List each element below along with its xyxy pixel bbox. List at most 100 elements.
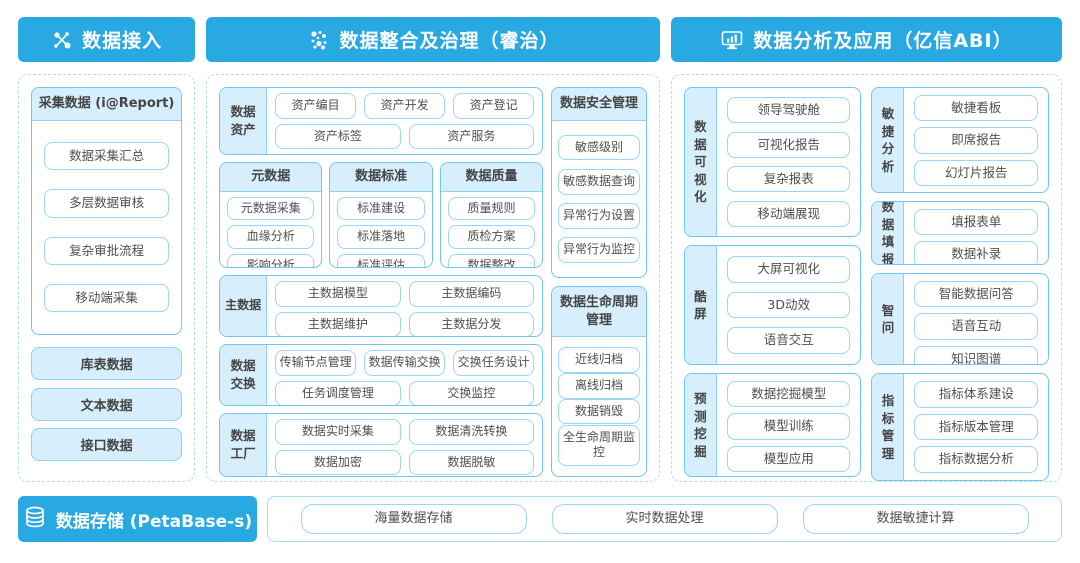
feature-box: 异常行为设置 bbox=[558, 203, 640, 229]
analysis-title: 数据分析及应用（亿信ABI） bbox=[753, 30, 1013, 52]
feature-box: 敏感数据查询 bbox=[558, 168, 640, 195]
feature-box: 数据敏捷计算 bbox=[802, 503, 1029, 535]
feature-box: 全生命周期监控 bbox=[558, 424, 640, 466]
feature-box: 数据传输交换 bbox=[364, 350, 446, 376]
feature-box: 离线归档 bbox=[558, 373, 640, 399]
feature-box: 多层数据审核 bbox=[44, 189, 170, 218]
data-exchange-group: 数据交换 传输节点管理 数据传输交换 交换任务设计 任务调度管理 交换监控 bbox=[219, 344, 544, 406]
agile-analysis-group: 敏捷分析 敏捷看板 即席报告 幻灯片报告 bbox=[871, 87, 1050, 193]
feature-box: 数据销毁 bbox=[558, 398, 640, 425]
feature-box: 元数据采集 bbox=[227, 196, 315, 221]
source-box: 文本数据 bbox=[31, 387, 183, 421]
feature-box: 资产开发 bbox=[364, 93, 446, 119]
data-access-panel: 采集数据 (i@Report) 数据采集汇总 多层数据审核 复杂审批流程 移动端… bbox=[18, 74, 196, 482]
feature-box: 即席报告 bbox=[914, 127, 1039, 154]
feature-box: 数据清洗转换 bbox=[408, 419, 535, 445]
governance-title: 数据整合及治理（睿治） bbox=[339, 30, 560, 52]
feature-box: 数据采集汇总 bbox=[44, 142, 170, 171]
indicator-management-group: 指标管理 指标体系建设 指标版本管理 指标数据分析 bbox=[871, 373, 1050, 481]
section-data-access: 数据接入 采集数据 (i@Report) 数据采集汇总 多层数据审核 复杂审批流… bbox=[18, 17, 196, 482]
data-security-group: 数据安全管理 敏感级别 敏感数据查询 异常行为设置 异常行为监控 bbox=[551, 87, 647, 278]
feature-box: 敏捷看板 bbox=[914, 95, 1039, 122]
feature-box: 资产服务 bbox=[408, 123, 535, 150]
feature-box: 传输节点管理 bbox=[275, 350, 357, 376]
section-governance: 数据整合及治理（睿治） 数据资产 资产编目 资产开发 资产登记 bbox=[206, 17, 660, 482]
data-asset-label: 数据资产 bbox=[220, 88, 268, 154]
predictive-mining-group: 预测挖掘 数据挖掘模型 模型训练 模型应用 bbox=[683, 373, 862, 477]
data-factory-group: 数据工厂 数据实时采集 数据清洗转换 数据加密 数据脱敏 bbox=[219, 413, 544, 477]
feature-box: 质量规则 bbox=[447, 196, 536, 221]
feature-box: 可视化报告 bbox=[726, 131, 851, 158]
feature-box: 近线归档 bbox=[558, 347, 640, 373]
feature-box: 移动端展现 bbox=[726, 200, 851, 227]
data-filling-label: 数据填报 bbox=[872, 202, 905, 264]
data-storage-title: 数据存储 (PetaBase-s) bbox=[55, 511, 253, 532]
feature-box: 领导驾驶舱 bbox=[726, 97, 851, 124]
section-analysis: 数据分析及应用（亿信ABI） 数据可视化 领导驾驶舱 可视化报告 复杂报表 移动… bbox=[670, 17, 1063, 482]
source-box: 接口数据 bbox=[31, 428, 183, 462]
network-nodes-icon bbox=[51, 29, 73, 51]
metadata-title: 元数据 bbox=[220, 163, 322, 192]
feature-box: 数据加密 bbox=[275, 449, 401, 476]
data-access-title: 数据接入 bbox=[82, 30, 163, 52]
monitor-chart-icon bbox=[720, 29, 744, 51]
feature-box: 主数据维护 bbox=[275, 311, 401, 336]
agile-analysis-label: 敏捷分析 bbox=[872, 88, 905, 192]
predictive-mining-label: 预测挖掘 bbox=[684, 374, 717, 476]
feature-box: 数据补录 bbox=[914, 241, 1039, 264]
feature-box: 复杂报表 bbox=[726, 166, 851, 193]
analysis-panel: 数据可视化 领导驾驶舱 可视化报告 复杂报表 移动端展现 酷屏 大屏可 bbox=[670, 74, 1063, 482]
data-filling-group: 数据填报 填报表单 数据补录 bbox=[871, 201, 1050, 265]
feature-box: 海量数据存储 bbox=[300, 503, 527, 535]
feature-box: 指标体系建设 bbox=[914, 381, 1039, 408]
data-standard-group: 数据标准 标准建设 标准落地 标准评估 bbox=[329, 162, 433, 268]
data-lifecycle-title: 数据生命周期管理 bbox=[552, 287, 646, 338]
feature-box: 异常行为监控 bbox=[558, 237, 640, 263]
feature-box: 移动端采集 bbox=[44, 284, 170, 313]
feature-box: 血缘分析 bbox=[227, 225, 315, 249]
data-quality-title: 数据质量 bbox=[440, 163, 543, 192]
feature-box: 复杂审批流程 bbox=[44, 236, 170, 266]
feature-box: 资产登记 bbox=[453, 93, 535, 119]
data-storage-header: 数据存储 (PetaBase-s) bbox=[18, 496, 257, 542]
feature-box: 数据挖掘模型 bbox=[726, 381, 851, 408]
feature-box: 标准评估 bbox=[337, 253, 425, 267]
feature-box: 填报表单 bbox=[914, 209, 1039, 236]
data-access-header: 数据接入 bbox=[18, 17, 196, 62]
visualization-group: 数据可视化 领导驾驶舱 可视化报告 复杂报表 移动端展现 bbox=[683, 87, 862, 237]
source-buttons: 库表数据 文本数据 接口数据 bbox=[31, 339, 183, 469]
feature-box: 标准落地 bbox=[337, 225, 425, 249]
feature-box: 大屏可视化 bbox=[726, 256, 851, 283]
coolscreen-label: 酷屏 bbox=[684, 246, 717, 364]
feature-box: 数据整改 bbox=[447, 253, 536, 267]
collect-data-group: 采集数据 (i@Report) 数据采集汇总 多层数据审核 复杂审批流程 移动端… bbox=[31, 87, 183, 335]
indicator-management-label: 指标管理 bbox=[872, 374, 905, 480]
master-data-group: 主数据 主数据模型 主数据编码 主数据维护 主数据分发 bbox=[219, 275, 544, 337]
feature-box: 语音交互 bbox=[726, 327, 851, 354]
data-exchange-label: 数据交换 bbox=[220, 345, 268, 405]
database-icon bbox=[23, 505, 47, 534]
feature-box: 数据实时采集 bbox=[275, 419, 401, 445]
feature-box: 主数据分发 bbox=[408, 311, 535, 336]
analysis-header: 数据分析及应用（亿信ABI） bbox=[670, 17, 1063, 62]
storage-row: 数据存储 (PetaBase-s) 海量数据存储 实时数据处理 数据敏捷计算 bbox=[18, 496, 1062, 542]
data-factory-label: 数据工厂 bbox=[220, 414, 268, 476]
data-security-title: 数据安全管理 bbox=[552, 88, 646, 121]
feature-box: 交换任务设计 bbox=[453, 350, 535, 376]
feature-box: 资产标签 bbox=[275, 123, 401, 150]
feature-box: 指标数据分析 bbox=[914, 446, 1039, 473]
feature-box: 知识图谱 bbox=[914, 345, 1039, 364]
visualization-label: 数据可视化 bbox=[684, 88, 717, 236]
feature-box: 主数据编码 bbox=[408, 281, 535, 307]
data-lifecycle-group: 数据生命周期管理 近线归档 离线归档 数据销毁 全生命周期监控 bbox=[551, 286, 647, 477]
governance-panel: 数据资产 资产编目 资产开发 资产登记 资产标签 资产服务 bbox=[206, 74, 660, 482]
feature-box: 影响分析 bbox=[227, 253, 315, 267]
feature-box: 模型应用 bbox=[726, 445, 851, 472]
data-asset-group: 数据资产 资产编目 资产开发 资产登记 资产标签 资产服务 bbox=[219, 87, 544, 155]
feature-box: 交换监控 bbox=[408, 380, 535, 405]
collect-data-title: 采集数据 (i@Report) bbox=[32, 88, 182, 121]
feature-box: 语音互动 bbox=[914, 313, 1039, 340]
feature-box: 实时数据处理 bbox=[551, 503, 778, 535]
metadata-group: 元数据 元数据采集 血缘分析 影响分析 bbox=[219, 162, 323, 268]
